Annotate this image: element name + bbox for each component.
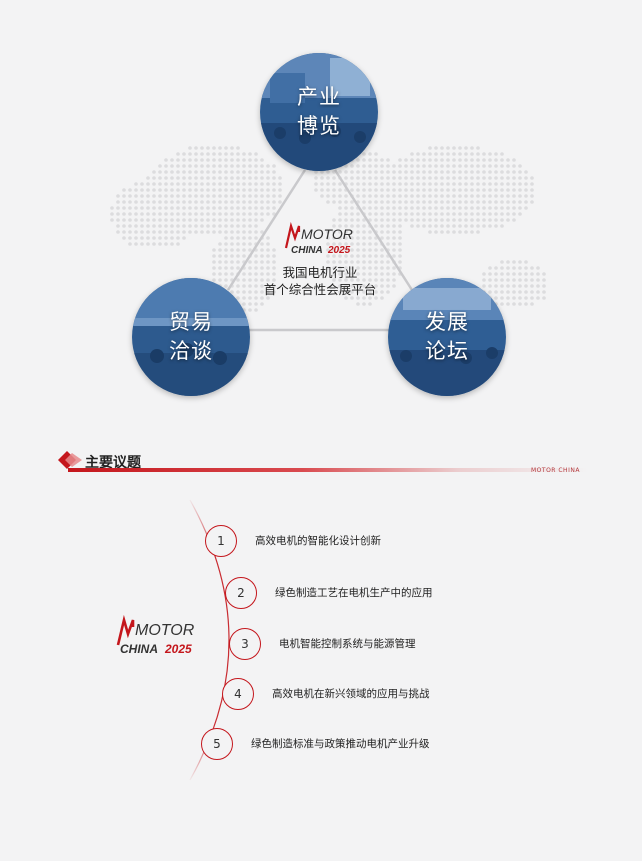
section-title: 主要议题 (85, 455, 141, 471)
platform-description: 我国电机行业 首个综合性会展平台 (220, 264, 420, 298)
trade-photo-circle: 贸易 洽谈 (132, 278, 250, 396)
expo-photo (260, 53, 378, 171)
expo-label-line1: 产业 (297, 85, 341, 109)
expo-label: 产业 博览 (260, 53, 378, 171)
forum-label: 发展 论坛 (388, 278, 506, 396)
trade-photo (132, 278, 250, 396)
platform-description-line1: 我国电机行业 (282, 265, 358, 280)
agenda-text: 高效电机在新兴领域的应用与挑战 (272, 688, 430, 700)
agenda-text: 高效电机的智能化设计创新 (255, 535, 381, 547)
platform-description-line2: 首个综合性会展平台 (263, 282, 377, 297)
expo-photo-circle: 产业 博览 (260, 53, 378, 171)
agenda-number: 4 (222, 678, 254, 710)
forum-label-line1: 发展 (425, 310, 469, 334)
section-divider (68, 468, 588, 472)
agenda-text: 绿色制造标准与政策推动电机产业升级 (251, 738, 430, 750)
forum-label-line2: 论坛 (425, 339, 469, 363)
trade-label-line2: 洽谈 (169, 339, 213, 363)
forum-photo-circle: 发展 论坛 (388, 278, 506, 396)
forum-photo (388, 278, 506, 396)
svg-text:MOTOR: MOTOR (135, 622, 195, 639)
triangle-lines (226, 169, 414, 332)
expo-label-line2: 博览 (297, 114, 341, 138)
section-diamond-icon (58, 451, 82, 469)
trade-label: 贸易 洽谈 (132, 278, 250, 396)
agenda-number: 5 (201, 728, 233, 760)
agenda-number: 2 (225, 577, 257, 609)
agenda-text: 绿色制造工艺在电机生产中的应用 (275, 587, 433, 599)
agenda-number: 1 (205, 525, 237, 557)
motor-china-logo: MOTOR CHINA 2025 (284, 221, 353, 256)
svg-text:CHINA: CHINA (120, 642, 158, 656)
trade-label-line1: 贸易 (169, 310, 213, 334)
motor-china-side-logo: MOTOR CHINA 2025 (116, 614, 195, 656)
svg-text:2025: 2025 (164, 642, 192, 656)
agenda-text: 电机智能控制系统与能源管理 (279, 638, 416, 650)
svg-text:CHINA: CHINA (291, 245, 323, 256)
agenda-number: 3 (229, 628, 261, 660)
section-brand: MOTOR CHINA (531, 467, 580, 474)
svg-text:MOTOR: MOTOR (301, 226, 353, 242)
svg-text:2025: 2025 (327, 245, 351, 256)
